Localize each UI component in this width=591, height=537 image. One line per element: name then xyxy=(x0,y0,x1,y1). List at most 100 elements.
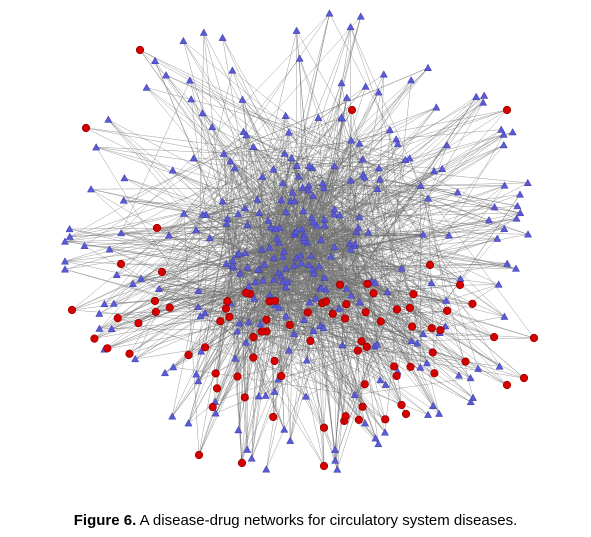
drug-node xyxy=(453,188,462,196)
drug-node xyxy=(430,166,439,175)
drug-node xyxy=(301,392,310,400)
drug-node xyxy=(286,436,295,444)
drug-node xyxy=(249,142,258,150)
drug-node xyxy=(264,216,273,224)
disease-node xyxy=(125,349,134,358)
disease-node xyxy=(221,304,231,313)
drug-node xyxy=(290,329,299,338)
drug-node xyxy=(295,54,304,62)
drug-node xyxy=(294,172,303,180)
drug-node xyxy=(331,456,340,464)
drug-node xyxy=(513,201,522,210)
drug-node xyxy=(284,346,293,354)
drug-node xyxy=(330,161,339,170)
drug-node xyxy=(416,181,425,189)
drug-node xyxy=(235,319,244,327)
drug-node xyxy=(280,149,289,157)
drug-node xyxy=(512,214,521,222)
disease-node xyxy=(134,319,143,328)
drug-node xyxy=(267,223,276,231)
drug-nodes xyxy=(60,9,533,473)
drug-node xyxy=(154,284,164,293)
drug-node xyxy=(407,76,416,84)
disease-node xyxy=(208,402,217,412)
disease-node xyxy=(237,458,247,468)
drug-node xyxy=(346,176,355,184)
disease-node xyxy=(194,450,204,460)
disease-node xyxy=(270,356,279,366)
drug-node xyxy=(317,235,326,244)
drug-node xyxy=(428,401,438,410)
drug-node xyxy=(184,419,193,427)
drug-node xyxy=(331,445,340,453)
drug-node xyxy=(305,298,314,306)
drug-node xyxy=(65,232,74,240)
drug-node xyxy=(179,36,188,45)
drug-node xyxy=(275,223,284,231)
disease-node xyxy=(223,297,232,306)
drug-node xyxy=(466,397,475,406)
drug-node xyxy=(282,312,291,320)
drug-node xyxy=(350,239,359,247)
disease-node xyxy=(81,123,91,133)
drug-node xyxy=(60,237,70,245)
drug-node xyxy=(226,157,235,165)
drug-node xyxy=(222,219,231,227)
disease-node xyxy=(354,415,363,424)
drug-node xyxy=(427,278,436,287)
disease-node xyxy=(363,279,372,288)
drug-node xyxy=(500,224,509,232)
drug-node xyxy=(275,303,284,311)
drug-node xyxy=(318,179,327,187)
disease-node xyxy=(436,325,445,335)
drug-node xyxy=(230,163,239,172)
drug-node xyxy=(92,143,101,151)
drug-node xyxy=(198,109,207,117)
disease-node xyxy=(529,333,539,343)
drug-node xyxy=(350,390,359,398)
drug-node xyxy=(422,358,432,367)
drug-node xyxy=(280,247,289,255)
drug-node xyxy=(330,209,339,218)
drug-node xyxy=(290,196,299,204)
drug-node xyxy=(105,245,114,253)
drug-node xyxy=(164,231,173,239)
drug-node xyxy=(337,78,346,87)
drug-node xyxy=(495,362,504,370)
drug-node xyxy=(277,195,286,204)
disease-node xyxy=(357,337,366,346)
drug-node xyxy=(413,339,422,347)
drug-node xyxy=(234,249,243,257)
drug-node xyxy=(335,210,344,219)
disease-node xyxy=(502,105,512,115)
drug-node xyxy=(299,233,308,242)
disease-node xyxy=(233,372,242,381)
drug-node xyxy=(240,203,250,212)
drug-node xyxy=(109,299,118,307)
disease-node xyxy=(502,380,512,390)
drug-node xyxy=(319,323,328,331)
drug-node xyxy=(381,380,390,388)
drug-node xyxy=(228,256,237,264)
drug-node xyxy=(355,139,364,147)
drug-node xyxy=(419,329,428,338)
disease-node xyxy=(200,343,210,352)
drug-node xyxy=(234,210,243,218)
drug-node xyxy=(247,454,256,462)
drug-node xyxy=(373,340,382,348)
drug-node xyxy=(189,154,198,162)
drug-node xyxy=(523,230,533,238)
drug-node xyxy=(253,195,262,203)
drug-node xyxy=(281,283,290,291)
drug-node xyxy=(86,185,96,193)
disease-node xyxy=(151,307,160,317)
drug-node xyxy=(297,259,306,267)
drug-node xyxy=(435,409,444,417)
disease-node xyxy=(381,415,390,424)
drug-node xyxy=(120,173,129,182)
drug-node xyxy=(493,234,502,242)
drug-node xyxy=(474,364,483,372)
drug-node xyxy=(275,238,284,246)
drug-node xyxy=(361,419,370,427)
disease-node xyxy=(392,305,402,314)
